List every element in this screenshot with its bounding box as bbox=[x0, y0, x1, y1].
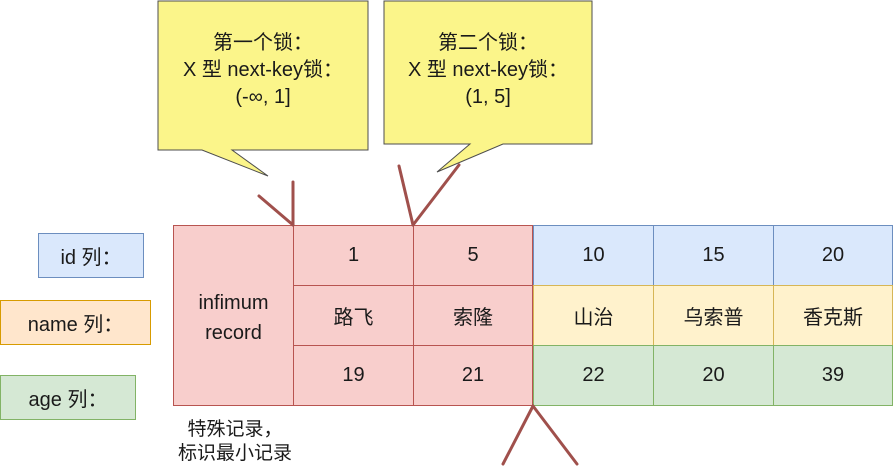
callout-2-type: X 型 next-key锁： bbox=[407, 59, 569, 81]
infimum-line2: record bbox=[205, 322, 262, 344]
callout-2-bubble bbox=[383, 0, 593, 173]
infimum-note: 特殊记录， 标识最小记录 bbox=[150, 418, 320, 466]
row-label-age: age 列： bbox=[0, 375, 136, 420]
infimum-line1: infimum bbox=[198, 292, 269, 314]
record-5-age: 39 bbox=[773, 345, 893, 406]
record-3-id: 10 bbox=[533, 225, 654, 286]
record-2-name: 索隆 bbox=[413, 285, 533, 346]
callout-1: 第一个锁： X 型 next-key锁： (-∞, 1] bbox=[158, 30, 368, 130]
callout-2: 第二个锁： X 型 next-key锁： (1, 5] bbox=[384, 30, 592, 130]
callout-1-bubble bbox=[157, 0, 369, 177]
callout-1-type: X 型 next-key锁： bbox=[182, 59, 344, 81]
record-4-id: 15 bbox=[653, 225, 774, 286]
row-label-id: id 列： bbox=[38, 233, 144, 278]
record-4-age: 20 bbox=[653, 345, 774, 406]
lock-marker-1-diagonal bbox=[257, 194, 295, 227]
lock-marker-2-right bbox=[411, 163, 461, 227]
record-2-age: 21 bbox=[413, 345, 533, 406]
record-3-age: 22 bbox=[533, 345, 654, 406]
callout-1-title: 第一个锁： bbox=[213, 32, 313, 54]
record-5-id: 20 bbox=[773, 225, 893, 286]
callout-1-range: (-∞, 1] bbox=[235, 86, 291, 108]
callout-2-title: 第二个锁： bbox=[438, 32, 538, 54]
callout-2-range: (1, 5] bbox=[465, 86, 511, 108]
record-2-id: 5 bbox=[413, 225, 533, 286]
infimum-note-line1: 特殊记录， bbox=[187, 419, 283, 440]
lock-marker-3-left bbox=[501, 404, 535, 466]
infimum-record: infimum record bbox=[173, 225, 294, 406]
lock-marker-2-left bbox=[397, 164, 415, 227]
lock-marker-3-right bbox=[531, 404, 579, 466]
record-1-name: 路飞 bbox=[293, 285, 414, 346]
infimum-note-line2: 标识最小记录 bbox=[177, 443, 292, 464]
record-5-name: 香克斯 bbox=[773, 285, 893, 346]
record-4-name: 乌索普 bbox=[653, 285, 774, 346]
row-label-name: name 列： bbox=[0, 300, 151, 345]
record-1-age: 19 bbox=[293, 345, 414, 406]
